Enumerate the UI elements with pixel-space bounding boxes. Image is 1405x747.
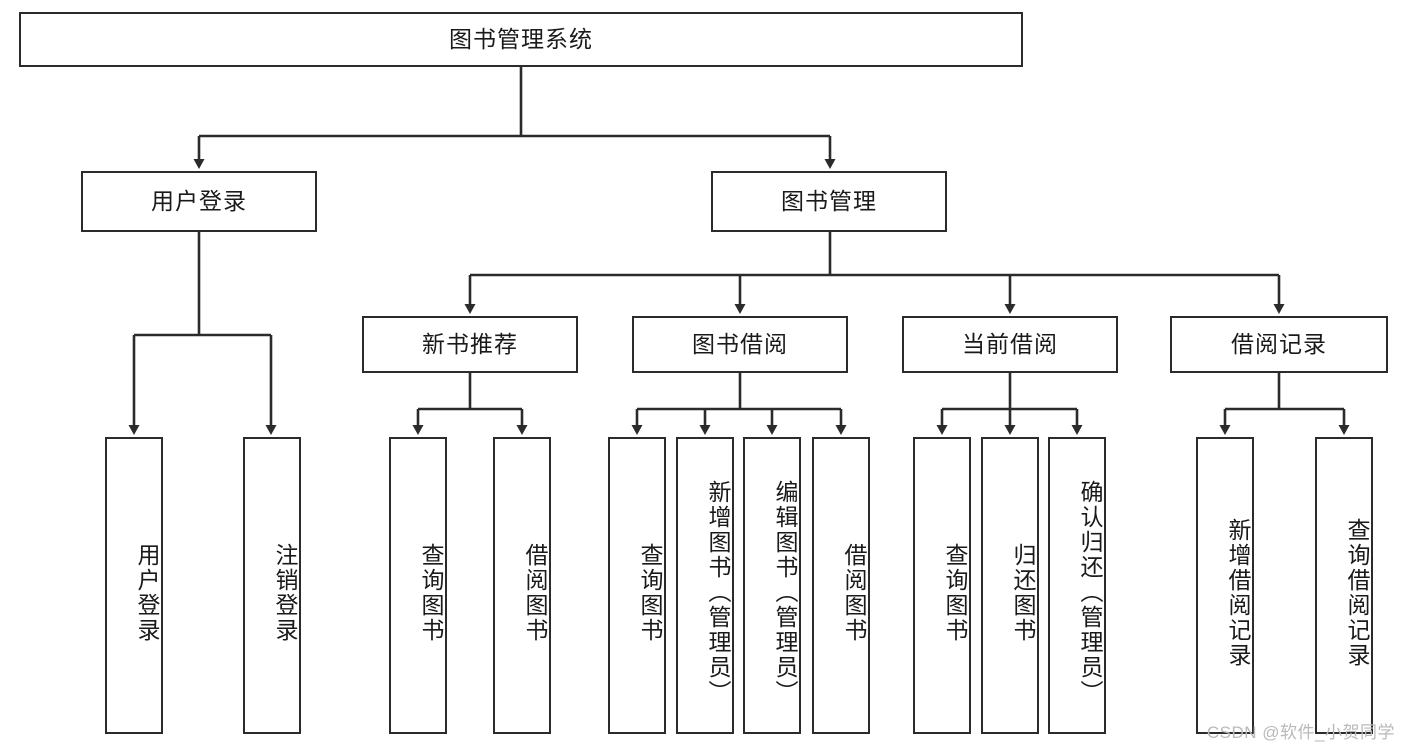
leaf-current-borrow-query[interactable]: 查询图书 xyxy=(913,437,971,734)
node-label: 图书管理系统 xyxy=(449,25,593,52)
leaf-user-login-login[interactable]: 用户登录 xyxy=(105,437,163,734)
node-user-login[interactable]: 用户登录 xyxy=(81,171,317,232)
leaf-user-login-logout[interactable]: 注销登录 xyxy=(243,437,301,734)
node-label: 查询图书 xyxy=(942,542,968,643)
node-label: 图书管理 xyxy=(781,187,877,214)
node-label: 归还图书 xyxy=(1010,542,1036,643)
node-new-book-recommendation[interactable]: 新书推荐 xyxy=(362,316,578,373)
node-label: 新增图书（管理员） xyxy=(705,480,731,705)
node-label: 当前借阅 xyxy=(962,330,1058,357)
leaf-new-book-borrow[interactable]: 借阅图书 xyxy=(493,437,551,734)
node-label: 借阅记录 xyxy=(1231,330,1327,357)
node-label: 用户登录 xyxy=(134,542,160,643)
node-label: 用户登录 xyxy=(151,187,247,214)
leaf-borrow-record-query[interactable]: 查询借阅记录 xyxy=(1315,437,1373,734)
leaf-current-borrow-confirm-return[interactable]: 确认归还（管理员） xyxy=(1048,437,1106,734)
node-root-book-management-system[interactable]: 图书管理系统 xyxy=(19,12,1023,67)
leaf-book-borrow-add[interactable]: 新增图书（管理员） xyxy=(676,437,734,734)
leaf-book-borrow-edit[interactable]: 编辑图书（管理员） xyxy=(743,437,801,734)
node-label: 查询图书 xyxy=(637,542,663,643)
node-book-management[interactable]: 图书管理 xyxy=(711,171,947,232)
node-label: 借阅图书 xyxy=(841,542,867,643)
node-label: 新增借阅记录 xyxy=(1225,517,1251,668)
leaf-new-book-query[interactable]: 查询图书 xyxy=(389,437,447,734)
leaf-book-borrow-query[interactable]: 查询图书 xyxy=(608,437,666,734)
node-current-borrow[interactable]: 当前借阅 xyxy=(902,316,1118,373)
node-label: 查询借阅记录 xyxy=(1344,517,1370,668)
node-label: 借阅图书 xyxy=(522,542,548,643)
node-borrow-record[interactable]: 借阅记录 xyxy=(1170,316,1388,373)
csdn-watermark: CSDN @软件_小贺同学 xyxy=(1206,723,1395,742)
node-label: 编辑图书（管理员） xyxy=(772,480,798,705)
node-book-borrow[interactable]: 图书借阅 xyxy=(632,316,848,373)
leaf-borrow-record-add[interactable]: 新增借阅记录 xyxy=(1196,437,1254,734)
leaf-current-borrow-return[interactable]: 归还图书 xyxy=(981,437,1039,734)
node-label: 查询图书 xyxy=(418,542,444,643)
leaf-book-borrow-borrow[interactable]: 借阅图书 xyxy=(812,437,870,734)
node-label: 注销登录 xyxy=(272,542,298,643)
node-label: 图书借阅 xyxy=(692,330,788,357)
node-label: 确认归还（管理员） xyxy=(1077,480,1103,705)
node-label: 新书推荐 xyxy=(422,330,518,357)
